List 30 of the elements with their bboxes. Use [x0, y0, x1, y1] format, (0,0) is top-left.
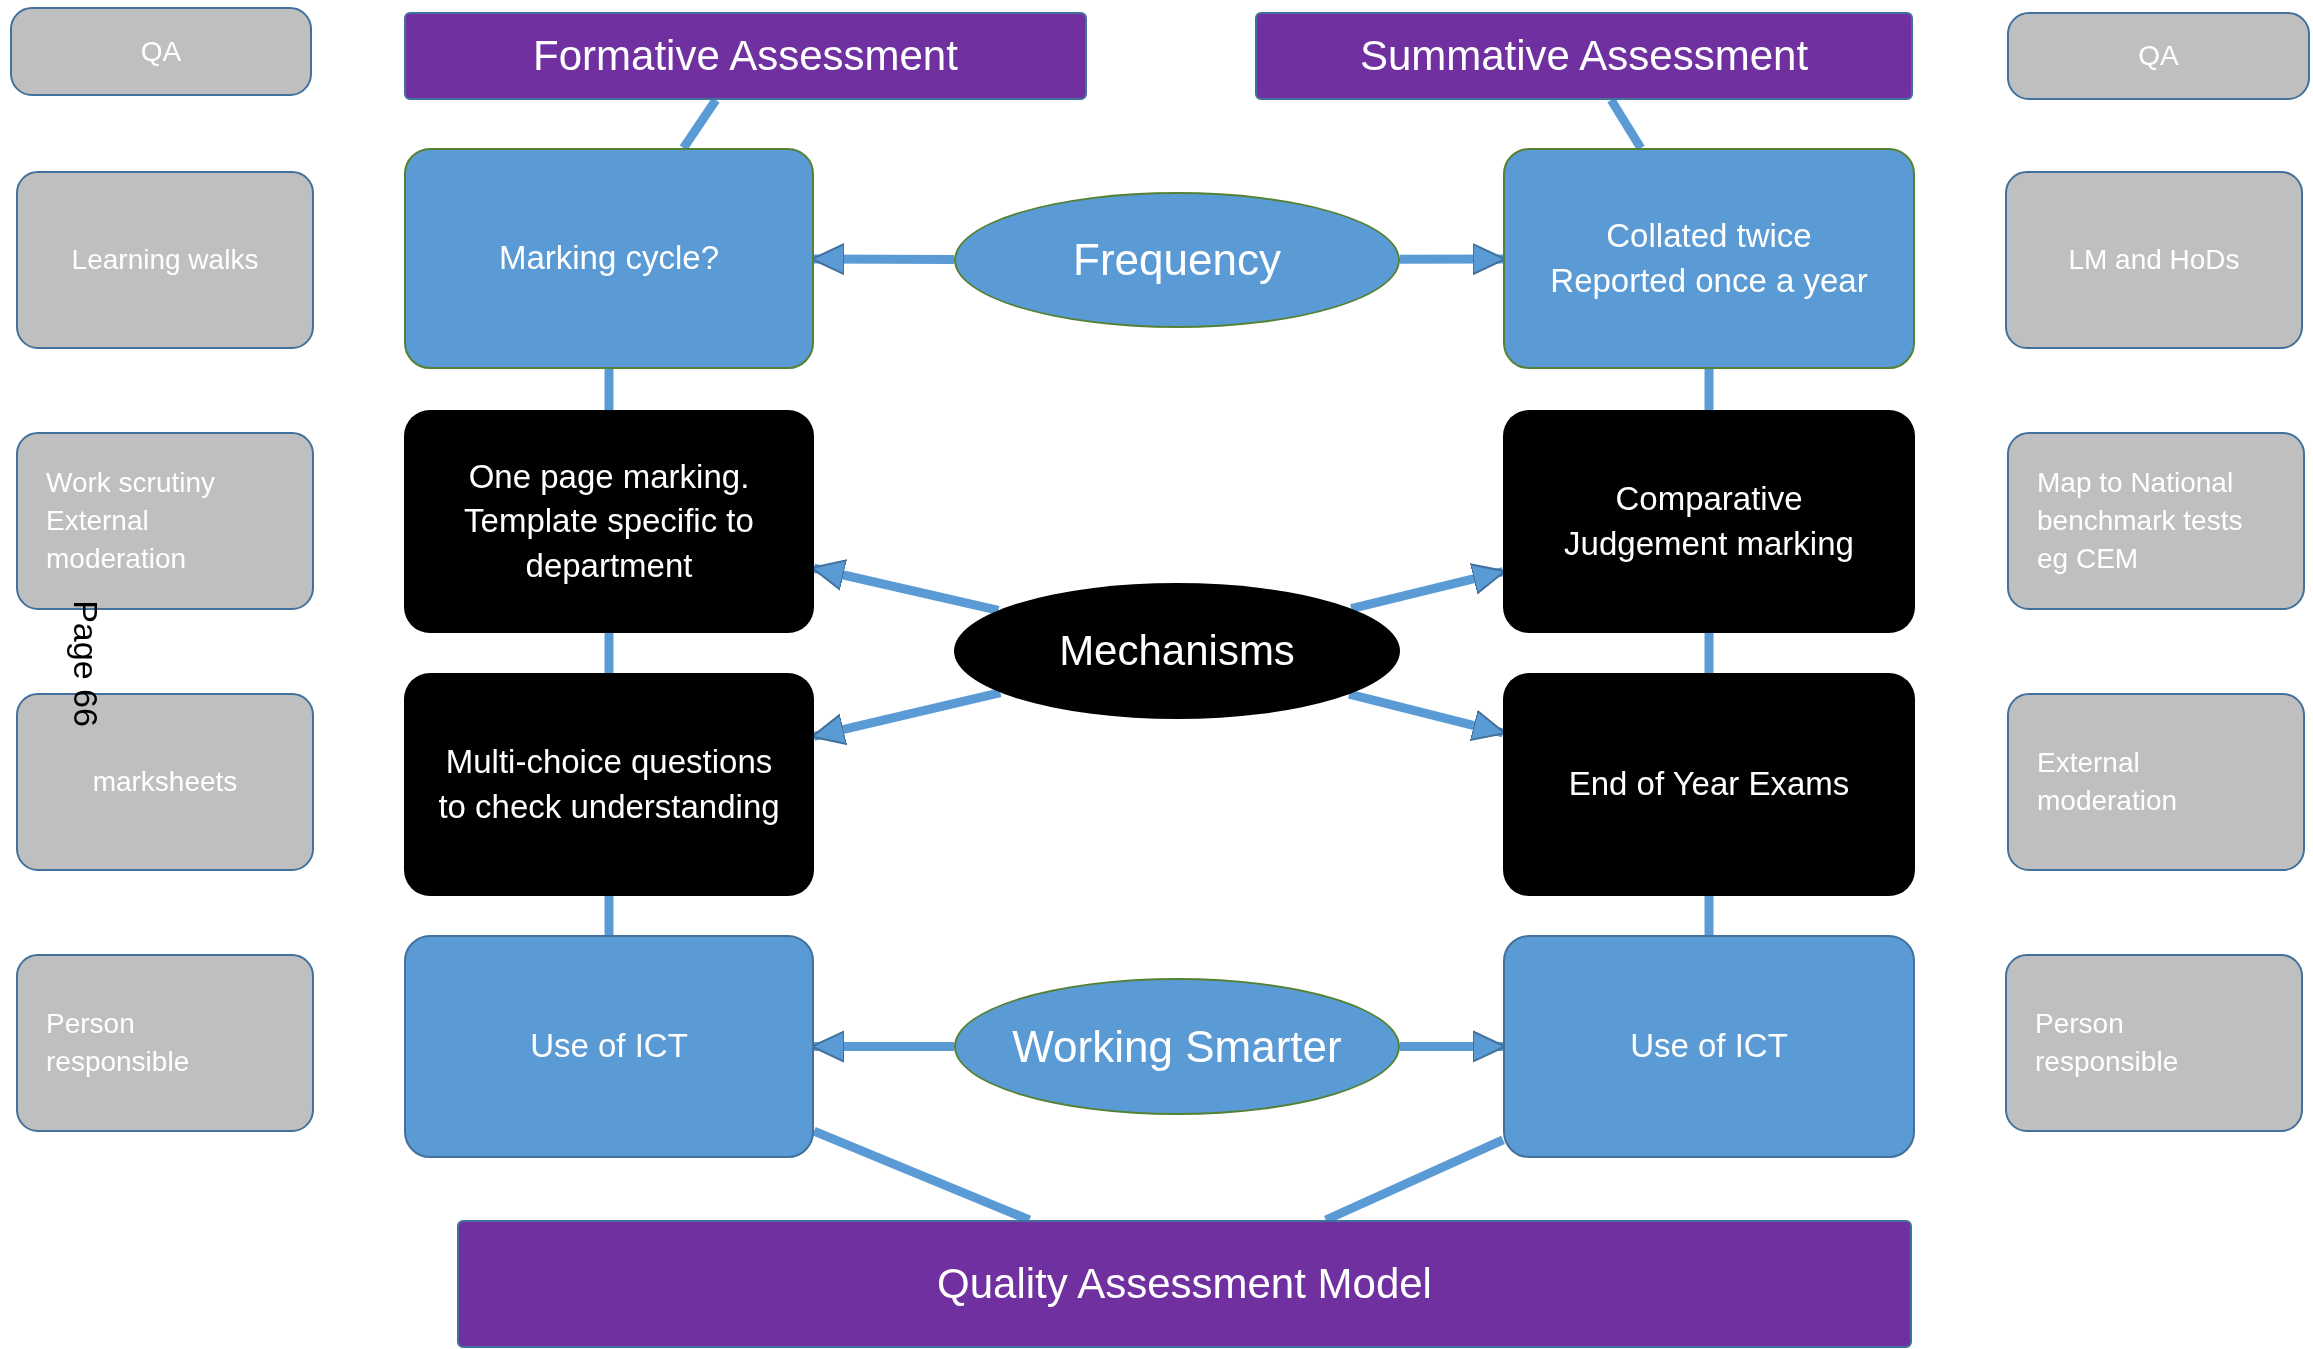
connector-line: [604, 633, 614, 673]
mechanism-box: One page marking. Template specific to department: [404, 410, 814, 633]
connector-line: [1704, 896, 1714, 935]
category-ellipse: Working Smarter: [954, 978, 1400, 1115]
qa-box: Map to National benchmark tests eg CEM: [2007, 432, 2305, 610]
connector-line: [1607, 97, 1645, 151]
qa-box: LM and HoDs: [2005, 171, 2303, 349]
mechanism-box: Multi-choice questions to check understanding: [404, 673, 814, 896]
connector-line: [679, 97, 720, 151]
header-bar: Quality Assessment Model: [457, 1220, 1912, 1348]
connector-line: [1704, 633, 1714, 673]
qa-box: External moderation: [2007, 693, 2305, 871]
qa-box: Person responsible: [2005, 954, 2303, 1132]
process-box: Marking cycle?: [404, 148, 814, 369]
qa-box: Person responsible: [16, 954, 314, 1132]
header-bar: Formative Assessment: [404, 12, 1087, 100]
connector-line: [1704, 369, 1714, 410]
header-bar: Summative Assessment: [1255, 12, 1913, 100]
process-box: Use of ICT: [1503, 935, 1915, 1158]
mechanism-box: Comparative Judgement marking: [1503, 410, 1915, 633]
qa-box: QA: [10, 7, 312, 96]
process-box: Collated twice Reported once a year: [1503, 148, 1915, 369]
category-ellipse: Mechanisms: [954, 583, 1400, 719]
process-box: Use of ICT: [404, 935, 814, 1158]
mechanism-box: End of Year Exams: [1503, 673, 1915, 896]
category-ellipse: Frequency: [954, 192, 1400, 328]
connector-line: [604, 369, 614, 410]
connector-line: [604, 896, 614, 935]
qa-box: Learning walks: [16, 171, 314, 349]
qa-box: QA: [2007, 12, 2310, 100]
